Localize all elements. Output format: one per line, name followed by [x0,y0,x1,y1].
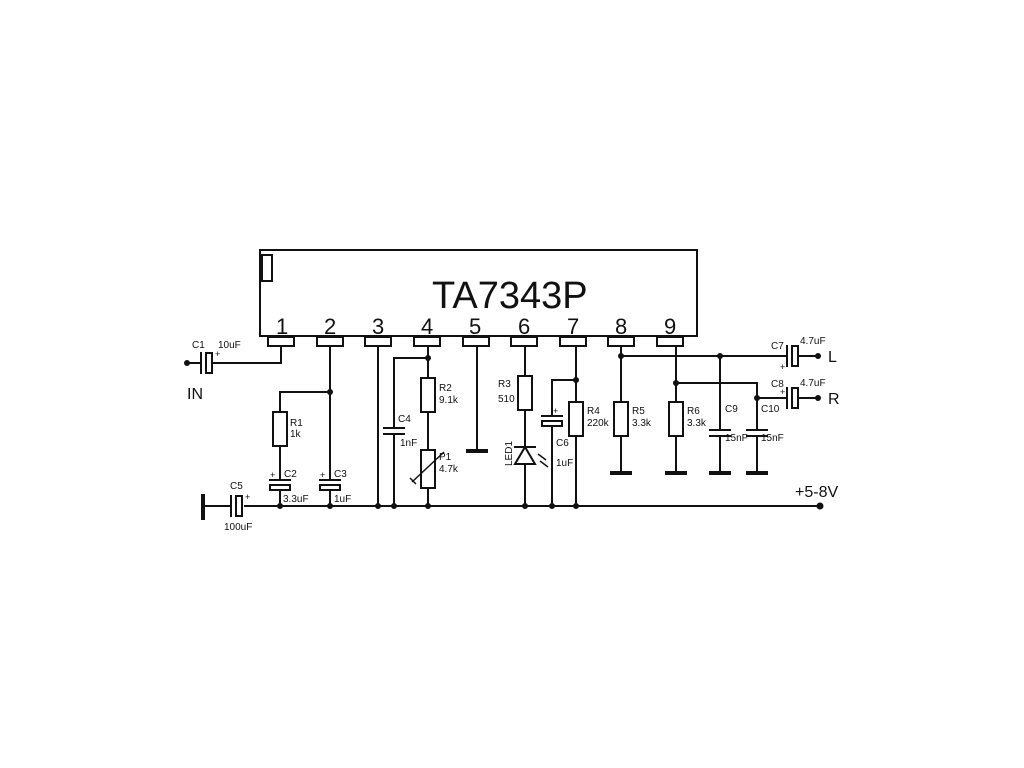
c3-value: 1uF [334,494,351,505]
c5-polarity: + [245,492,250,502]
resistor-r3 [517,375,533,411]
r6-ref: R6 [687,406,700,417]
r2-ref: R2 [439,383,452,394]
c7-polarity: + [780,362,785,372]
resistor-r6 [668,401,684,437]
resistor-r5 [613,401,629,437]
c5-value: 100uF [224,522,252,533]
c4-ref: C4 [398,414,411,425]
c9-ref: C9 [725,404,738,415]
r4-value: 220k [587,418,610,429]
pin-pad-2 [316,336,344,347]
pin-label-3: 3 [372,314,384,339]
right-output-terminal [815,395,821,401]
input-label: IN [187,386,203,403]
capacitor-c5: + C5 100uF [224,481,252,533]
pin2-network: R1 1k + C2 3.3uF + C3 1uF [269,345,351,509]
c1-polarity: + [215,349,220,359]
c7-ref: C7 [771,341,784,352]
led1-ref: LED1 [504,441,515,466]
pin-pad-7 [559,336,587,347]
r6-value: 3.3k [687,418,707,429]
c8-polarity: + [780,387,785,397]
r2-value: 9.1k [439,395,459,406]
pin-pad-6 [510,336,538,347]
c6-polarity: + [553,406,558,416]
supply-label: +5-8V [795,484,838,501]
p1-value: 4.7k [439,464,459,475]
pin-pad-9 [656,336,684,347]
pin9-network: R6 3.3k C10 15nF + C8 4.7uF R [665,345,840,475]
c2-polarity: + [270,470,275,480]
supply-rail: +5-8V [201,484,838,520]
ic-body [259,249,698,337]
potentiometer-p1 [420,449,436,489]
resistor-r4 [568,401,584,437]
ic-ta7343p: TA7343P 1 2 3 4 5 6 7 8 9 [259,249,698,339]
c2-value: 3.3uF [283,494,309,505]
pin7-network: + C6 1uF R4 220k [541,345,610,509]
c8-value: 4.7uF [800,378,826,389]
pin-label-2: 2 [324,314,336,339]
r5-ref: R5 [632,406,645,417]
pin8-network: R5 3.3k C9 15nF + C7 4.7uF L [610,336,837,475]
pin-pad-8 [607,336,635,347]
pin-pad-1 [267,336,295,347]
pin4-network: C4 1nF R2 9.1k P1 4.7k [383,345,459,509]
pin-label-7: 7 [567,314,579,339]
r4-ref: R4 [587,406,600,417]
pin6-network: R3 510 LED1 [498,345,549,509]
ic-notch [261,254,273,282]
r1-ref: R1 [290,418,303,429]
pin-pad-5 [462,336,490,347]
resistor-r2 [420,377,436,413]
input-network: C1 10uF + IN [184,340,282,403]
c8-ref: C8 [771,379,784,390]
c4-value: 1nF [400,438,417,449]
pin-label-6: 6 [518,314,530,339]
pin-label-8: 8 [615,314,627,339]
pin5-network [466,345,488,453]
r3-ref: R3 [498,379,511,390]
c7-value: 4.7uF [800,336,826,347]
c10-value: 15nF [761,433,784,444]
ic-pin-pads [267,336,684,347]
pin-pad-3 [364,336,392,347]
pin3-network [375,345,381,509]
c5-ref: C5 [230,481,243,492]
c3-polarity: + [320,470,325,480]
c6-ref: C6 [556,438,569,449]
p1-ref: P1 [439,452,452,463]
r3-value: 510 [498,394,515,405]
c2-ref: C2 [284,469,297,480]
c1-ref: C1 [192,340,205,351]
supply-terminal [816,502,824,510]
r5-value: 3.3k [632,418,652,429]
right-output-label: R [828,391,840,408]
c10-ref: C10 [761,404,780,415]
ic-title: TA7343P [432,275,588,317]
resistor-r1 [272,411,288,447]
left-output-label: L [828,349,837,366]
r1-value: 1k [290,429,302,440]
c1-value: 10uF [218,340,241,351]
pin-pad-4 [413,336,441,347]
pin-label-4: 4 [421,314,433,339]
left-output-terminal [815,353,821,359]
c3-ref: C3 [334,469,347,480]
c6-value: 1uF [556,458,573,469]
pin-label-5: 5 [469,314,481,339]
c9-value: 15nF [725,433,748,444]
pin-label-1: 1 [276,314,288,339]
pin-label-9: 9 [664,314,676,339]
led-led1 [513,445,537,465]
